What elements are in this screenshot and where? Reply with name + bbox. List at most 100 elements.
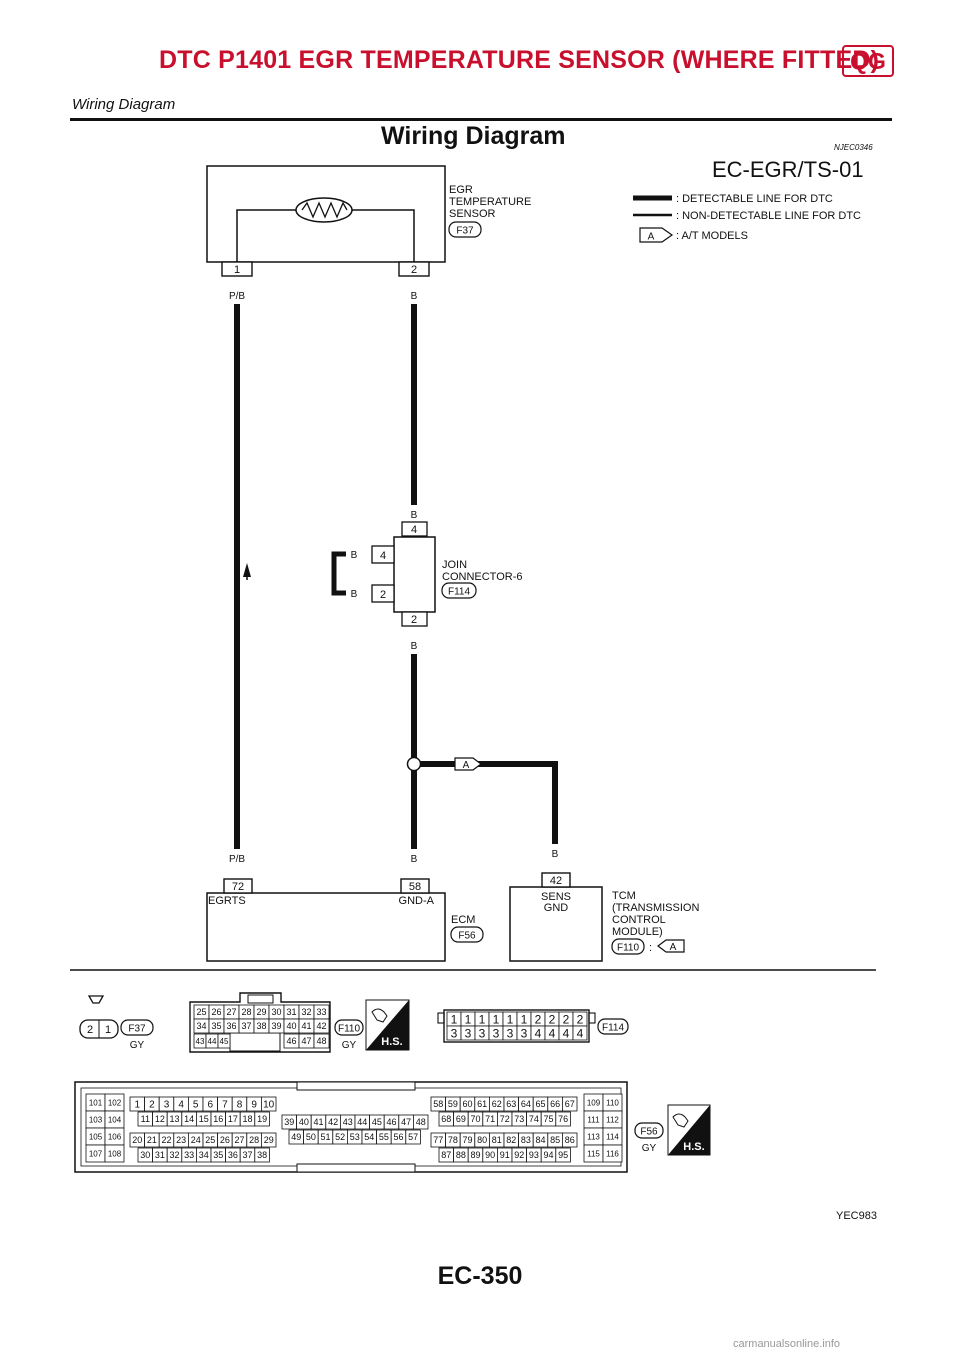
page-number: EC-350	[437, 1262, 523, 1290]
pin-number: 33	[184, 1150, 194, 1160]
egr-pin2-label: 2	[411, 264, 417, 276]
pin-number: 4	[535, 1026, 542, 1040]
pin-number: 34	[196, 1021, 206, 1031]
pin-number: 69	[456, 1114, 466, 1124]
tcm-option-a-letter: A	[670, 942, 677, 953]
joint-pin2-left	[371, 584, 395, 603]
pin-number: 42	[328, 1117, 338, 1127]
joint-connector-tag	[441, 582, 477, 599]
hs-text-1: H.S.	[381, 1036, 402, 1048]
joint-connector-body	[393, 536, 436, 613]
pin-number: 61	[477, 1099, 487, 1109]
tcm-term-2: GND	[544, 902, 569, 914]
pin-number: 81	[492, 1135, 502, 1145]
pin-cell	[405, 1129, 421, 1145]
pin-number: 7	[222, 1100, 228, 1111]
pin-number: 1	[521, 1012, 528, 1026]
tcm-pin42-box	[541, 872, 571, 888]
pin-number: 110	[606, 1098, 619, 1107]
pin-number: 67	[565, 1099, 575, 1109]
pin-number: 25	[196, 1007, 206, 1017]
pin-number: 15	[199, 1114, 209, 1124]
pin-number: 5	[193, 1100, 199, 1111]
pin-number: 84	[535, 1135, 545, 1145]
ecm-connector-tag	[450, 926, 484, 943]
pin-cell	[313, 1018, 330, 1034]
pin-number: 3	[479, 1026, 486, 1040]
pin-number: 21	[147, 1135, 157, 1145]
f114-face-id: F114	[602, 1023, 624, 1034]
pin-number: 26	[220, 1135, 230, 1145]
egr-connector-tag-text: F37	[456, 226, 474, 237]
pin-number: 75	[543, 1114, 553, 1124]
f56-face-color: GY	[642, 1143, 657, 1154]
pin-number: 1	[451, 1012, 458, 1026]
pin-cell	[260, 1096, 277, 1112]
pin-number: 35	[213, 1150, 223, 1160]
pin-number: 48	[316, 1036, 326, 1046]
pin-cell	[260, 1132, 277, 1148]
pin-number: 3	[521, 1026, 528, 1040]
tcm-connector-tag	[611, 938, 645, 955]
harness-side-badge-1: H.S.	[365, 999, 410, 1051]
tcm-name-1: TCM	[612, 890, 636, 902]
pin-number: 50	[306, 1132, 316, 1142]
wire-pb-bottom-label: P/B	[229, 854, 245, 865]
pin-number: 32	[301, 1007, 311, 1017]
diagram-id: EC-EGR/TS-01	[712, 157, 864, 182]
pin-number: 62	[492, 1099, 502, 1109]
egr-pin1-box	[221, 261, 253, 277]
pin-number: 53	[350, 1132, 360, 1142]
ecm-name: ECM	[451, 914, 475, 926]
pin-number: 51	[320, 1132, 330, 1142]
pin-number: 56	[393, 1132, 403, 1142]
pin-number: 55	[379, 1132, 389, 1142]
pin-number: 89	[470, 1150, 480, 1160]
pin-number: 57	[408, 1132, 418, 1142]
pin-number: 28	[249, 1135, 259, 1145]
pin-number: 3	[465, 1026, 472, 1040]
pin-number: 1	[507, 1012, 514, 1026]
pin-cell	[104, 1144, 125, 1163]
ecm-pin72-box	[223, 878, 253, 894]
pin-number: 92	[514, 1150, 524, 1160]
pin-number: 2	[577, 1012, 584, 1026]
pin-number: 78	[448, 1135, 458, 1145]
pin-number: 94	[543, 1150, 553, 1160]
ecm-pin58-box	[400, 878, 430, 894]
header-rule	[70, 118, 892, 121]
ecm-pin58-label: 58	[409, 881, 421, 893]
pin-number: 107	[89, 1149, 103, 1158]
connector-face-f37: 2 1 F37 GY	[79, 995, 154, 1051]
pin-number: 3	[164, 1100, 170, 1111]
tcm-name-3: CONTROL	[612, 914, 666, 926]
pin-number: 39	[284, 1117, 294, 1127]
pin-number: 4	[563, 1026, 570, 1040]
tcm-pin42-label: 42	[550, 875, 562, 887]
tcm-name-2: (TRANSMISSION	[612, 902, 699, 914]
joint-internal-bridge	[331, 551, 346, 596]
pin-number: 8	[237, 1100, 243, 1111]
pin-number: 104	[108, 1115, 122, 1124]
legend-at-text: : A/T MODELS	[676, 230, 748, 242]
pin-number: 36	[226, 1021, 236, 1031]
pin-number: 82	[506, 1135, 516, 1145]
pin-number: 42	[316, 1021, 326, 1031]
legend-nondetectable-text: : NON-DETECTABLE LINE FOR DTC	[676, 210, 861, 222]
pin-number: 88	[456, 1150, 466, 1160]
joint-pin2-bottom	[401, 611, 428, 627]
pin-number: 3	[451, 1026, 458, 1040]
joint-name-1: JOIN	[442, 559, 467, 571]
pin-number: 4	[178, 1100, 184, 1111]
pin-number: 45	[220, 1037, 229, 1046]
pin-number: 2	[149, 1100, 155, 1111]
pin-number: 64	[521, 1099, 531, 1109]
pin-number: 114	[606, 1132, 619, 1141]
pin-cell	[555, 1147, 571, 1163]
pin-number: 85	[550, 1135, 560, 1145]
pin-cell	[254, 1111, 270, 1127]
f110-face-color: GY	[342, 1040, 357, 1051]
egr-pin1-label: 1	[234, 264, 240, 276]
egr-sensor-box	[206, 165, 446, 263]
